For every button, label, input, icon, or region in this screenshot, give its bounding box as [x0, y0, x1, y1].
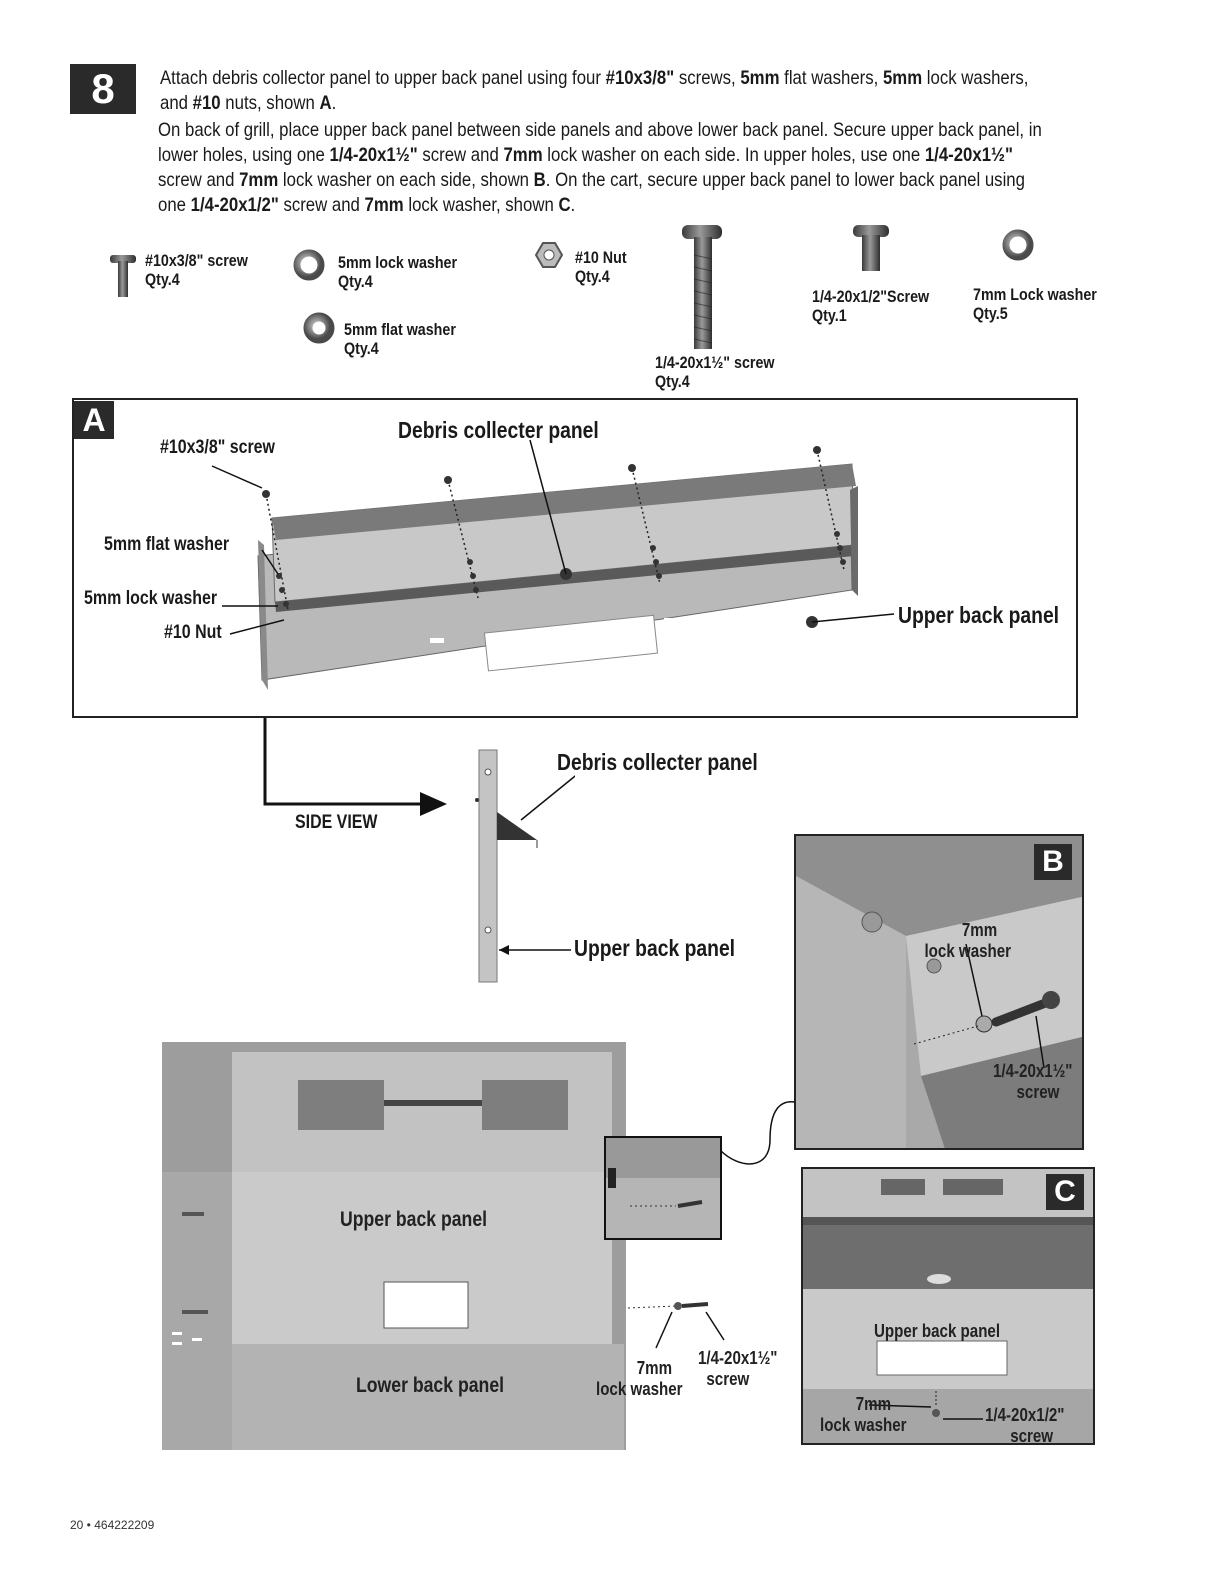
instruction-line-3: On back of grill, place upper back panel…: [158, 119, 1042, 141]
lock-washer-7mm-icon: [1002, 229, 1034, 261]
main-photo-screw-drawing: [627, 1302, 725, 1349]
nut-icon: [534, 242, 564, 268]
figure-a-drawing: [211, 439, 895, 690]
fig-a-collector-label: Debris collecter panel: [398, 417, 599, 443]
fig-a-upper-panel-label: Upper back panel: [898, 602, 1060, 628]
figure-b-photo: [794, 834, 1084, 1150]
figure-b-drawing: [796, 836, 1082, 1148]
side-view-label: SIDE VIEW: [295, 812, 378, 833]
main-screw-label: 1/4-20x1½"screw: [698, 1348, 778, 1389]
long-screw-icon: [682, 225, 722, 349]
figure-c-drawing: [803, 1169, 1093, 1443]
figure-a-letter: A: [74, 401, 114, 439]
figure-a-frame: [72, 398, 1078, 718]
step-instructions: Attach debris collector panel to upper b…: [160, 66, 1170, 116]
figure-c-photo: [801, 1167, 1095, 1445]
page-footer: 20 • 464222209: [70, 1518, 155, 1532]
flat-washer-icon: [303, 312, 335, 344]
fig-a-lock-washer-label: 5mm lock washer: [84, 588, 218, 609]
main-upper-panel-label: Upper back panel: [340, 1208, 488, 1231]
main-photo-inset: [604, 1136, 722, 1240]
fig-c-upper-panel-label: Upper back panel: [874, 1321, 1001, 1341]
side-view-upper-panel-label: Upper back panel: [574, 935, 736, 961]
instruction-line-6: one 1/4-20x1/2" screw and 7mm lock washe…: [158, 194, 576, 216]
side-view-collector-label: Debris collecter panel: [557, 749, 758, 775]
instruction-line-5: screw and 7mm lock washer on each side, …: [158, 169, 1025, 191]
lock-washer-icon: [293, 249, 325, 281]
instruction-line-4: lower holes, using one 1/4-20x1½" screw …: [158, 144, 1013, 166]
connector-line: [719, 1101, 796, 1165]
side-view-drawing: [263, 718, 575, 983]
fig-a-nut-label: #10 Nut: [164, 622, 222, 643]
fig-a-flat-washer-label: 5mm flat washer: [104, 534, 230, 555]
small-screw-icon: [110, 255, 136, 297]
figure-b-letter: B: [1034, 844, 1072, 880]
figure-c-letter: C: [1046, 1174, 1084, 1210]
fig-c-screw-label: 1/4-20x1/2"screw: [985, 1405, 1065, 1446]
hardware-icons: [110, 225, 1034, 349]
instruction-line-2: and #10 nuts, shown A.: [160, 92, 337, 114]
main-lower-panel-label: Lower back panel: [356, 1374, 505, 1397]
main-photo-drawing: [162, 1042, 626, 1450]
fig-a-screw-label: #10x3/8" screw: [160, 437, 275, 458]
step-instructions-2: On back of grill, place upper back panel…: [158, 118, 1186, 218]
step-number-badge: 8: [70, 64, 136, 114]
instruction-line-1: Attach debris collector panel to upper b…: [160, 67, 1029, 89]
main-photo: [162, 1042, 626, 1450]
fig-b-screw-label: 1/4-20x1½"screw: [993, 1061, 1073, 1102]
main-photo-inset-drawing: [606, 1138, 720, 1208]
short-screw-icon: [853, 225, 889, 271]
